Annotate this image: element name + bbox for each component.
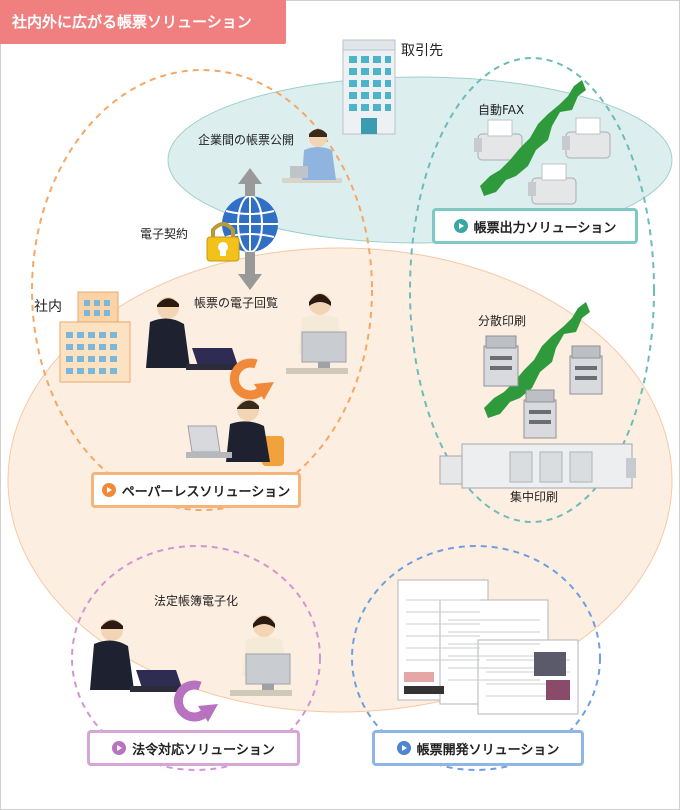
office-building-icon (342, 39, 396, 135)
development-solution-label: 帳票開発ソリューション (416, 742, 560, 758)
e-contract-label: 電子契約 (140, 227, 189, 241)
partner-label: 取引先 (401, 43, 443, 59)
dev-zone-outline (351, 545, 601, 771)
office-building-icon (59, 291, 131, 383)
output-solution-label: 帳票出力ソリューション (473, 220, 617, 236)
japan-map-icon (484, 302, 590, 418)
person-at-desk-icon (286, 293, 348, 374)
cycle-arrow-icon (229, 358, 274, 400)
development-solution-button[interactable]: 帳票開発ソリューション (372, 730, 584, 766)
legal-solution-label: 法令対応ソリューション (132, 742, 275, 758)
paperless-solution-button[interactable]: ペーパーレスソリューション (91, 472, 301, 508)
legal-zone-outline (71, 545, 321, 771)
person-at-desk-icon (186, 399, 284, 466)
auto-fax-label: 自動FAX (478, 103, 525, 117)
production-printer-icon (439, 443, 636, 489)
e-circulation-label: 帳票の電子回覧 (194, 296, 279, 310)
copier-icon (483, 335, 519, 387)
output-zone-outline (409, 57, 655, 523)
legal-solution-button[interactable]: 法令対応ソリューション (87, 730, 300, 766)
paperless-solution-label: ペーパーレスソリューション (121, 484, 291, 500)
japan-map-icon (480, 80, 586, 196)
arrow-right-icon (101, 483, 116, 497)
cycle-arrow-icon (173, 680, 218, 722)
arrow-right-icon (396, 741, 411, 755)
person-at-desk-icon (230, 615, 292, 696)
arrow-right-icon (453, 219, 468, 233)
paperless-zone-outline (31, 69, 373, 511)
copier-icon (523, 389, 557, 439)
person-at-desk-icon (90, 619, 182, 692)
fax-machine-icon (474, 119, 523, 161)
person-at-desk-icon (146, 297, 238, 370)
central-print-label: 集中印刷 (510, 490, 559, 504)
page-title: 社内外に広がる帳票ソリューション (0, 0, 286, 44)
padlock-icon (206, 222, 240, 262)
inhouse-label: 社内 (34, 299, 62, 315)
legal-ledger-label: 法定帳簿電子化 (154, 594, 239, 608)
document-sheet-icon (397, 579, 579, 715)
output-solution-button[interactable]: 帳票出力ソリューション (432, 208, 638, 244)
arrow-right-icon (112, 741, 127, 755)
fax-machine-icon (562, 117, 611, 159)
person-at-desk-icon (282, 129, 342, 183)
bidirectional-arrow-icon (238, 168, 262, 290)
copier-icon (569, 345, 603, 395)
b2b-disclosure-label: 企業間の帳票公開 (198, 133, 295, 147)
distributed-print-label: 分散印刷 (478, 314, 527, 328)
fax-machine-icon (528, 163, 577, 205)
